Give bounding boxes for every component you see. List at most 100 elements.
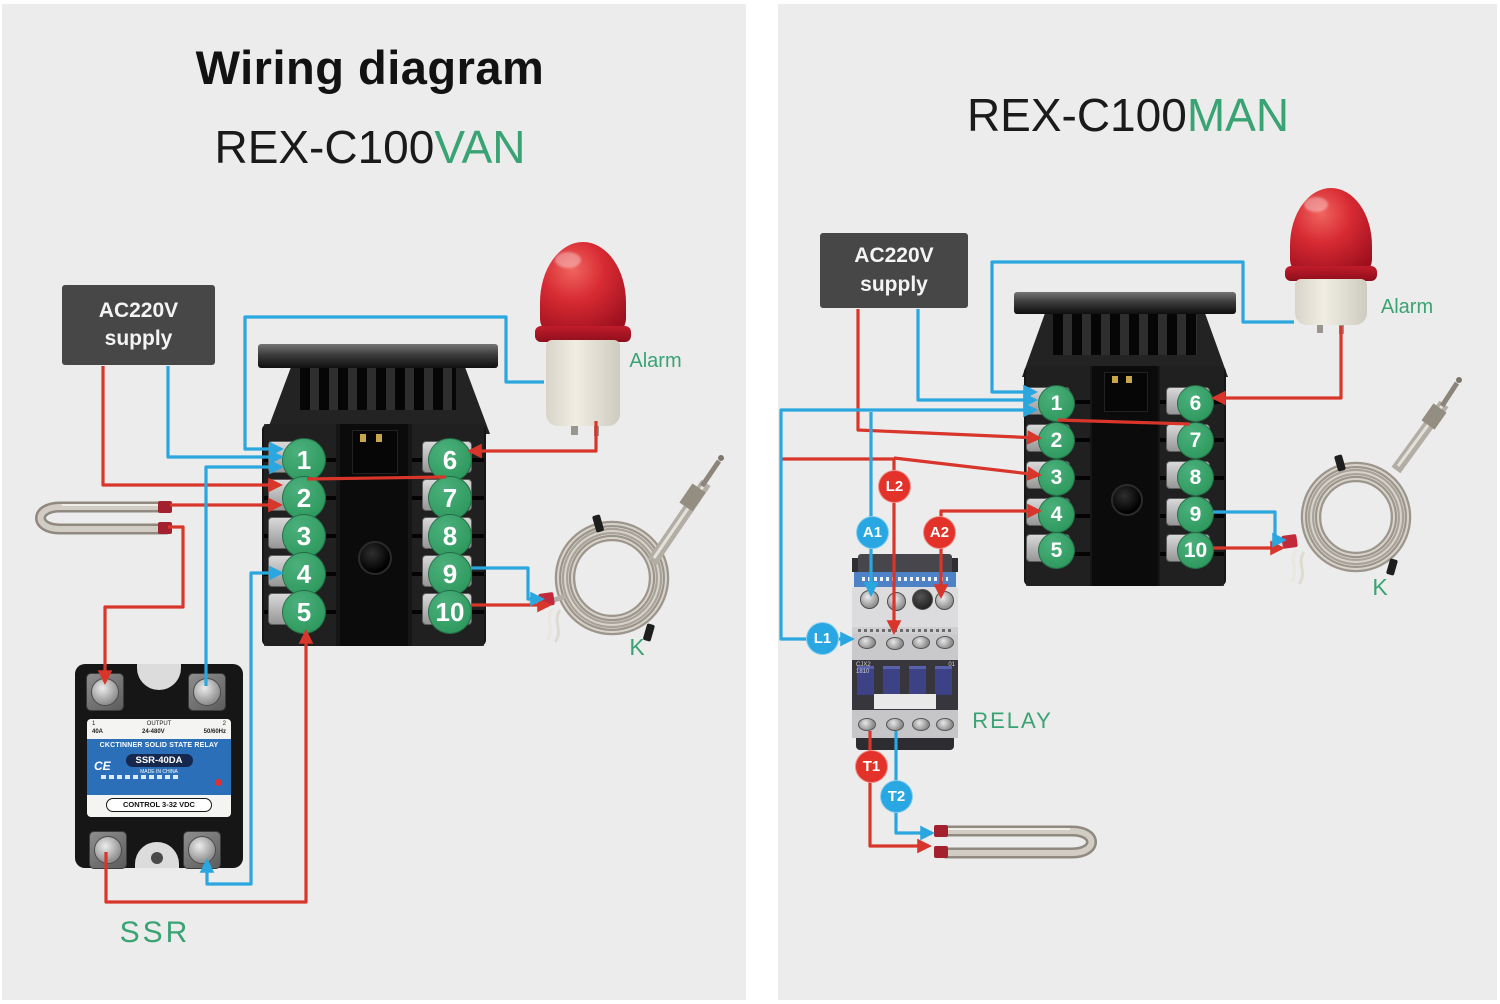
left-model-title: REX-C100VAN xyxy=(90,120,650,174)
left-heater-element xyxy=(35,501,172,535)
center-screw-knob xyxy=(1111,484,1143,516)
contactor-white-strip xyxy=(874,694,936,709)
left-heater-terminal-bottom xyxy=(158,522,172,534)
ssr-output-label: OUTPUT xyxy=(146,721,172,727)
page-title: Wiring diagram xyxy=(195,41,545,94)
wire-ssr-control-to-terminal5 xyxy=(104,629,314,904)
right-model-variant: MAN xyxy=(1186,89,1290,141)
ssr-screw-control-neg xyxy=(94,836,122,864)
contactor-out-screw-t2 xyxy=(886,718,904,731)
left-model-name: REX-C100 xyxy=(214,121,435,173)
wire-heater-to-ssr-output1 xyxy=(97,525,185,685)
dome-highlight xyxy=(555,252,581,268)
right-model-title: REX-C100MAN xyxy=(848,88,1408,142)
alarm-collar xyxy=(1285,266,1377,281)
left-supply-line2: supply xyxy=(104,327,173,350)
wire-alarm-to-terminal6-right xyxy=(1211,326,1343,406)
contact-pin xyxy=(360,434,366,442)
badge-t1: T1 xyxy=(855,750,888,783)
contact-pin xyxy=(1112,376,1118,383)
wire-jumper-terminal2-terminal6 xyxy=(306,475,447,481)
right-controller-flange xyxy=(1014,292,1236,314)
relay-text-label: RELAY xyxy=(972,708,1053,733)
badge-a2: A2 xyxy=(923,516,956,549)
right-supply-line2: supply xyxy=(860,272,928,296)
right-model-name: REX-C100 xyxy=(966,89,1187,141)
left-terminal-8: 8 xyxy=(428,514,472,558)
vent-slots xyxy=(299,366,457,411)
right-supply-line1: AC220V xyxy=(854,244,934,268)
left-supply-line1: AC220V xyxy=(98,298,179,322)
right-terminal-7: 7 xyxy=(1177,422,1214,459)
wire-terminal4-to-coil-a2 xyxy=(933,503,1042,599)
contactor-code-text: 01 xyxy=(948,662,955,668)
right-alarm-label: Alarm xyxy=(1380,296,1434,318)
wire-alarm-to-terminal1-right xyxy=(990,260,1294,400)
right-heater-terminal-top xyxy=(934,825,948,837)
contact-pin xyxy=(1126,376,1132,383)
alarm-base xyxy=(546,340,620,426)
wire-terminal9-to-thermocouple-right xyxy=(1213,510,1287,548)
right-heater-terminal-bottom xyxy=(934,846,948,858)
left-terminal-4: 4 xyxy=(282,552,326,596)
left-terminal-5: 5 xyxy=(282,590,326,634)
alarm-red-dome xyxy=(540,242,626,332)
left-ac-supply-box: AC220V supply xyxy=(62,285,215,365)
left-alarm-label: Alarm xyxy=(629,350,682,372)
wire-supply-live-to-terminal2-right xyxy=(856,309,1042,445)
contactor-out-screw-t3 xyxy=(912,718,930,731)
ssr-mount-hole xyxy=(151,852,163,864)
wire-supply-neutral-to-terminal1 xyxy=(166,366,284,465)
ssr-made-in: MADE IN CHINA xyxy=(140,769,178,775)
right-terminal-4: 4 xyxy=(1038,496,1075,533)
left-terminal-3: 3 xyxy=(282,514,326,558)
wire-ssr-output2-to-terminal1 xyxy=(204,459,284,686)
left-terminal-6: 6 xyxy=(428,438,472,482)
contactor-out-screw-no xyxy=(936,718,954,731)
ssr-spec-amp: 40A xyxy=(92,729,104,735)
contact-pin xyxy=(376,434,382,442)
dome-highlight xyxy=(1304,197,1328,212)
center-connector-block xyxy=(352,430,398,474)
wire-supply-neutral-to-terminal1-right xyxy=(916,309,1038,408)
alarm-pin xyxy=(571,426,578,435)
right-k-label: K xyxy=(1372,574,1388,600)
contactor-base xyxy=(856,738,954,750)
ssr-model-badge: SSR-40DA xyxy=(125,754,193,767)
ssr-spec-volt: 24-480V xyxy=(141,729,165,735)
ssr-brand-line: CKCTINNER SOLID STATE RELAY xyxy=(99,742,219,749)
wire-jumper-terminal2-terminal6-right xyxy=(1057,418,1191,426)
contactor-out-screw-t1 xyxy=(858,718,876,731)
wire-alarm-to-terminal1 xyxy=(243,315,544,457)
right-temp-controller: 1 2 3 4 5 6 7 8 9 10 xyxy=(1014,292,1236,588)
wire-t2-to-heater xyxy=(894,731,935,841)
left-thermocouple xyxy=(527,455,724,643)
ssr-label: 1 OUTPUT 2 40A 24-480V 50/60Hz CKCTINNER… xyxy=(87,719,231,817)
ssr-text-label: SSR xyxy=(119,916,191,949)
right-ac-supply-box: AC220V supply xyxy=(820,233,968,308)
right-terminal-1: 1 xyxy=(1038,385,1075,422)
left-k-label: K xyxy=(629,634,645,660)
ssr-out-terminal-1: 1 xyxy=(92,721,96,727)
left-controller-flange xyxy=(258,344,498,368)
ssr-company-line xyxy=(101,775,179,779)
badge-t2: T2 xyxy=(880,780,913,813)
badge-l1: L1 xyxy=(806,622,839,655)
alarm-collar xyxy=(535,326,631,342)
right-terminal-6: 6 xyxy=(1177,385,1214,422)
right-terminal-10: 10 xyxy=(1177,532,1214,569)
ce-mark: CE xyxy=(94,759,111,773)
wire-terminal3-to-l2 xyxy=(893,456,1042,481)
wire-terminal1-to-l1-input xyxy=(779,402,1038,647)
wire-terminal9-to-thermocouple xyxy=(471,566,545,607)
wire-alarm-to-terminal6 xyxy=(467,421,598,459)
right-terminal-8: 8 xyxy=(1177,459,1214,496)
vent-slots xyxy=(1052,313,1198,355)
left-terminal-10: 10 xyxy=(428,590,472,634)
alarm-pin xyxy=(1317,325,1323,333)
left-temp-controller: 1 2 3 4 5 6 7 8 9 10 xyxy=(258,344,498,649)
alarm-red-dome xyxy=(1290,188,1372,272)
